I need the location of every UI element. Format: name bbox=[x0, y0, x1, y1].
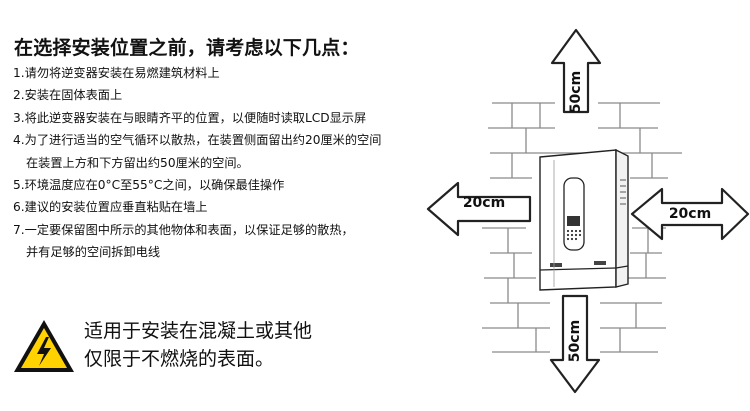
warning-text: 适用于安装在混凝土或其他 仅限于不燃烧的表面。 bbox=[84, 317, 312, 373]
instruction-item-continuation: 在装置上方和下方留出约50厘米的空间。 bbox=[26, 155, 249, 170]
right-clearance-arrow bbox=[630, 187, 750, 241]
instruction-item-continuation: 并有足够的空间拆卸电线 bbox=[26, 245, 161, 260]
instruction-item: 2.安装在固体表面上 bbox=[13, 88, 123, 103]
left-clearance-label: 20cm bbox=[463, 195, 505, 211]
instruction-item: 7.一定要保留图中所示的其他物体和表面，以保证足够的散热， bbox=[13, 222, 354, 237]
instruction-item: 3.将此逆变器安装在与眼睛齐平的位置，以便随时读取LCD显示屏 bbox=[13, 110, 367, 125]
warning-line: 仅限于不燃烧的表面。 bbox=[84, 348, 275, 370]
instruction-list: 1.请勿将逆变器安装在易燃建筑材料上 2.安装在固体表面上 3.将此逆变器安装在… bbox=[13, 62, 381, 264]
top-clearance-label: 50cm bbox=[568, 71, 584, 113]
instruction-item: 4.为了进行适当的空气循环以散热，在装置侧面留出约20厘米的空间 bbox=[13, 133, 382, 148]
installation-clearance-diagram: 50cm 50cm 20cm 20cm bbox=[426, 28, 750, 394]
high-voltage-warning-icon bbox=[14, 320, 74, 372]
top-clearance-arrow bbox=[550, 28, 602, 114]
page-title: 在选择安装位置之前，请考虑以下几点： bbox=[14, 37, 360, 59]
inverter-unit bbox=[539, 148, 629, 291]
instruction-item: 1.请勿将逆变器安装在易燃建筑材料上 bbox=[13, 66, 220, 80]
right-clearance-label: 20cm bbox=[669, 206, 711, 222]
warning-line: 适用于安装在混凝土或其他 bbox=[84, 320, 313, 342]
instruction-item: 5.环境温度应在0°C至55°C之间，以确保最佳操作 bbox=[13, 177, 285, 192]
bottom-clearance-label: 50cm bbox=[567, 320, 583, 362]
instruction-item: 6.建议的安装位置应垂直粘贴在墙上 bbox=[13, 200, 208, 215]
left-clearance-arrow bbox=[426, 181, 532, 237]
bottom-clearance-arrow bbox=[549, 294, 601, 394]
